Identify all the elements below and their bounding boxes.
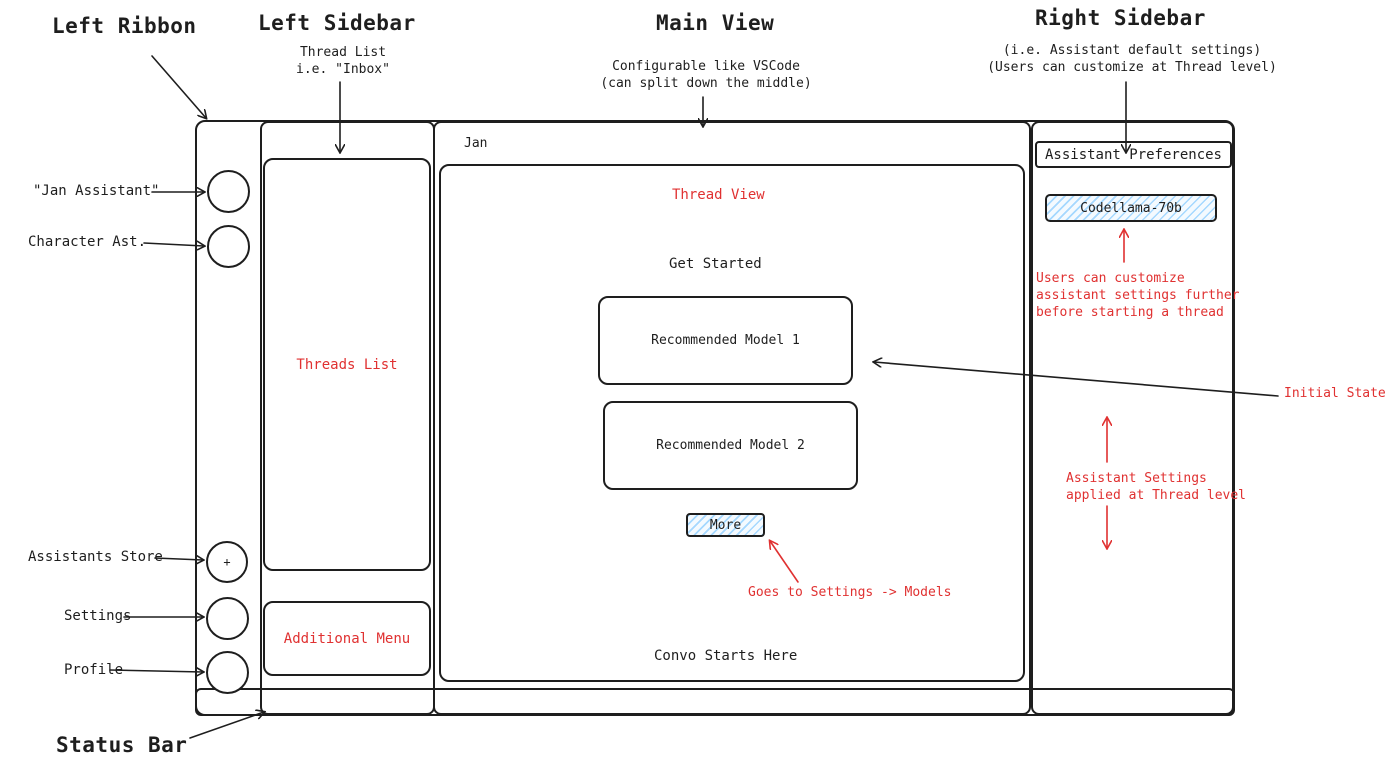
label-assistants-store: Assistants Store <box>28 549 163 565</box>
arrow-character <box>143 243 204 246</box>
threads-list-box[interactable]: Threads List <box>263 158 431 571</box>
note-thread-list-line2: i.e. "Inbox" <box>296 62 390 77</box>
recommended-model-2-label: Recommended Model 2 <box>656 438 805 453</box>
additional-menu-label: Additional Menu <box>283 630 411 647</box>
label-settings: Settings <box>64 608 132 624</box>
more-button[interactable]: More <box>686 513 765 537</box>
heading-right-sidebar: Right Sidebar <box>1035 6 1206 30</box>
main-tab-title[interactable]: Jan <box>464 136 488 151</box>
arrow-profile <box>109 670 203 672</box>
heading-left-sidebar: Left Sidebar <box>258 11 416 35</box>
ribbon-profile-button[interactable] <box>206 651 249 694</box>
threads-list-label: Threads List <box>296 356 398 373</box>
ribbon-character-assistant-button[interactable] <box>207 225 250 268</box>
label-character-assistant: Character Ast. <box>28 234 147 250</box>
customize-note: Users can customize assistant settings f… <box>1036 270 1240 321</box>
customize-note-line3: before starting a thread <box>1036 305 1224 320</box>
goes-to-settings-note: Goes to Settings -> Models <box>748 585 952 600</box>
note-thread-list-line1: Thread List <box>299 45 387 60</box>
plus-icon: + <box>223 555 231 569</box>
ribbon-assistants-store-button[interactable]: + <box>206 541 248 583</box>
model-selector[interactable]: Codellama-70b <box>1045 194 1217 222</box>
ribbon-settings-button[interactable] <box>206 597 249 640</box>
label-profile: Profile <box>64 662 124 678</box>
status-bar <box>195 688 1235 716</box>
arrow-left-ribbon <box>151 55 206 118</box>
additional-menu-box[interactable]: Additional Menu <box>263 601 431 676</box>
heading-main-view: Main View <box>656 11 775 35</box>
thread-view-box <box>439 164 1025 682</box>
thread-view-label: Thread View <box>672 187 765 203</box>
note-thread-list: Thread List i.e. "Inbox" <box>288 44 398 78</box>
note-right-sidebar-line2: (Users can customize at Thread level) <box>987 60 1277 75</box>
note-main-view-line2: (can split down the middle) <box>600 76 812 91</box>
heading-status-bar: Status Bar <box>56 733 188 757</box>
customize-note-line1: Users can customize <box>1036 271 1185 286</box>
note-right-sidebar: (i.e. Assistant default settings) (Users… <box>982 42 1282 76</box>
initial-state-note: Initial State <box>1284 386 1386 401</box>
assistant-preferences-header[interactable]: Assistant Preferences <box>1035 141 1232 168</box>
applied-note-line2: applied at Thread level <box>1066 488 1247 503</box>
convo-starts-label: Convo Starts Here <box>654 648 798 664</box>
arrow-status-bar <box>189 712 264 739</box>
recommended-model-1-card[interactable]: Recommended Model 1 <box>598 296 853 385</box>
label-jan-assistant: "Jan Assistant" <box>33 183 160 199</box>
heading-left-ribbon: Left Ribbon <box>52 14 197 38</box>
note-right-sidebar-line1: (i.e. Assistant default settings) <box>1002 43 1262 58</box>
recommended-model-1-label: Recommended Model 1 <box>651 333 800 348</box>
more-button-label: More <box>709 517 742 533</box>
applied-note: Assistant Settings applied at Thread lev… <box>1066 470 1246 504</box>
applied-note-line1: Assistant Settings <box>1066 471 1207 486</box>
ribbon-jan-assistant-button[interactable] <box>207 170 250 213</box>
assistant-preferences-label: Assistant Preferences <box>1044 146 1222 163</box>
note-main-view: Configurable like VSCode (can split down… <box>596 58 816 92</box>
model-selector-label: Codellama-70b <box>1080 200 1182 216</box>
note-main-view-line1: Configurable like VSCode <box>612 59 800 74</box>
customize-note-line2: assistant settings further <box>1036 288 1240 303</box>
recommended-model-2-card[interactable]: Recommended Model 2 <box>603 401 858 490</box>
arrow-goes-to-settings <box>770 541 799 583</box>
arrow-initial-state <box>874 362 1279 397</box>
get-started-label: Get Started <box>669 256 762 272</box>
arrow-store <box>154 558 203 560</box>
